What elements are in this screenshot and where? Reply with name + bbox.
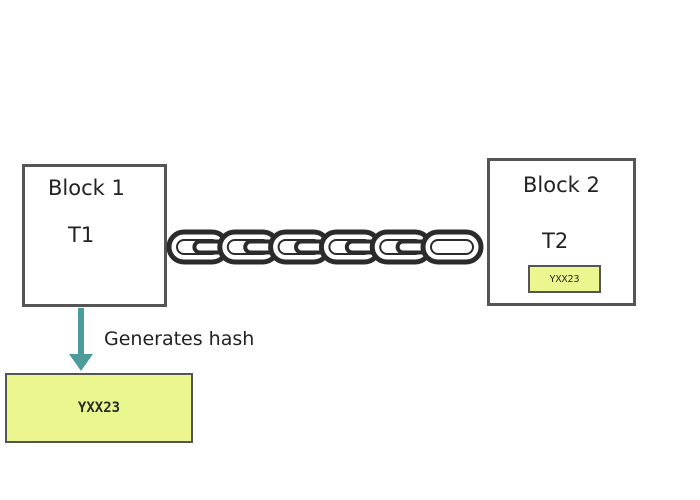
- generates-hash-label: Generates hash: [104, 328, 255, 350]
- block-2: Block 2 T2 YXX23: [487, 158, 636, 306]
- arrow-down-icon: [69, 308, 93, 371]
- transaction-label: T1: [68, 223, 95, 247]
- transaction-label: T2: [542, 229, 569, 253]
- chain-icon: [166, 229, 484, 265]
- block-title: Block 1: [48, 176, 125, 200]
- hash-output-box: YXX23: [5, 373, 193, 443]
- previous-hash-badge: YXX23: [528, 265, 601, 293]
- block-1: Block 1 T1: [22, 164, 167, 307]
- chain-link-open: [420, 229, 484, 265]
- block-title: Block 2: [523, 173, 600, 197]
